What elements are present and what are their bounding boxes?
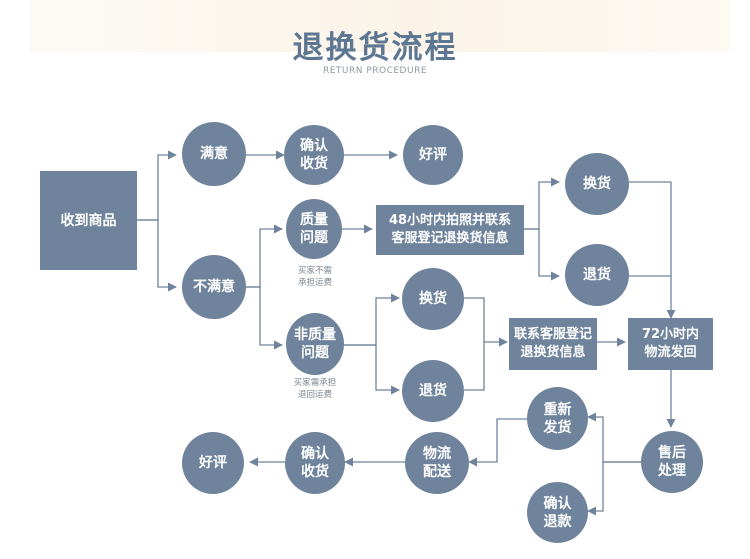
node-confirm-receipt-top: 确认 收货 <box>284 125 344 185</box>
arrow-contact48-exchange <box>524 177 560 230</box>
arrow-reship-logistics <box>468 418 527 467</box>
arrow-contact48-return <box>524 228 560 281</box>
node-non-quality-issue: 非质量 问题 <box>286 313 344 375</box>
arrow-aftersales-reship <box>587 412 641 463</box>
node-after-sales: 售后 处理 <box>641 431 703 493</box>
arrow-nonquality-exchange <box>344 293 400 346</box>
node-receive-goods: 收到商品 <box>40 171 137 270</box>
node-contact-48h: 48小时内拍照并联系 客服登记退换货信息 <box>376 205 524 255</box>
note-buyer-no-shipping: 买家不需 承担运费 <box>297 266 332 288</box>
node-exchange-mid: 换货 <box>402 268 464 330</box>
arrow-receive-unsatisfied <box>137 219 177 292</box>
note-buyer-pays-shipping: 买家需承担 退回运费 <box>293 378 337 400</box>
node-confirm-receipt-bottom: 确认 收货 <box>285 432 345 494</box>
arrow-nonquality-return <box>344 344 400 395</box>
page-subtitle: RETURN PROCEDURE <box>322 66 428 76</box>
node-good-review-bottom: 好评 <box>182 432 244 494</box>
arrow-unsatisfied-nonquality <box>246 286 283 350</box>
node-quality-issue: 质量 问题 <box>286 199 342 259</box>
node-reship: 重新 发货 <box>527 387 588 450</box>
node-return-right: 退货 <box>565 244 629 306</box>
arrow-aftersales-refund <box>587 461 641 516</box>
header-banner <box>30 0 730 52</box>
arrow-receive-satisfied <box>137 150 177 221</box>
node-contact-service: 联系客服登记 退换货信息 <box>509 318 597 370</box>
node-logistics-72h: 72小时内 物流发回 <box>628 318 713 370</box>
arrow-return-contact <box>464 342 485 391</box>
arrow-exchange-72h <box>629 181 676 319</box>
arrow-exchange-contact <box>464 297 508 347</box>
node-exchange-right: 换货 <box>565 153 629 215</box>
node-return-mid: 退货 <box>402 360 464 422</box>
node-confirm-refund: 确认 退款 <box>527 482 588 543</box>
node-unsatisfied: 不满意 <box>182 255 246 319</box>
page-title: 退换货流程 <box>292 30 458 66</box>
node-logistics-delivery: 物流 配送 <box>405 432 469 494</box>
node-good-review-top: 好评 <box>403 125 463 185</box>
node-satisfied: 满意 <box>182 122 246 186</box>
